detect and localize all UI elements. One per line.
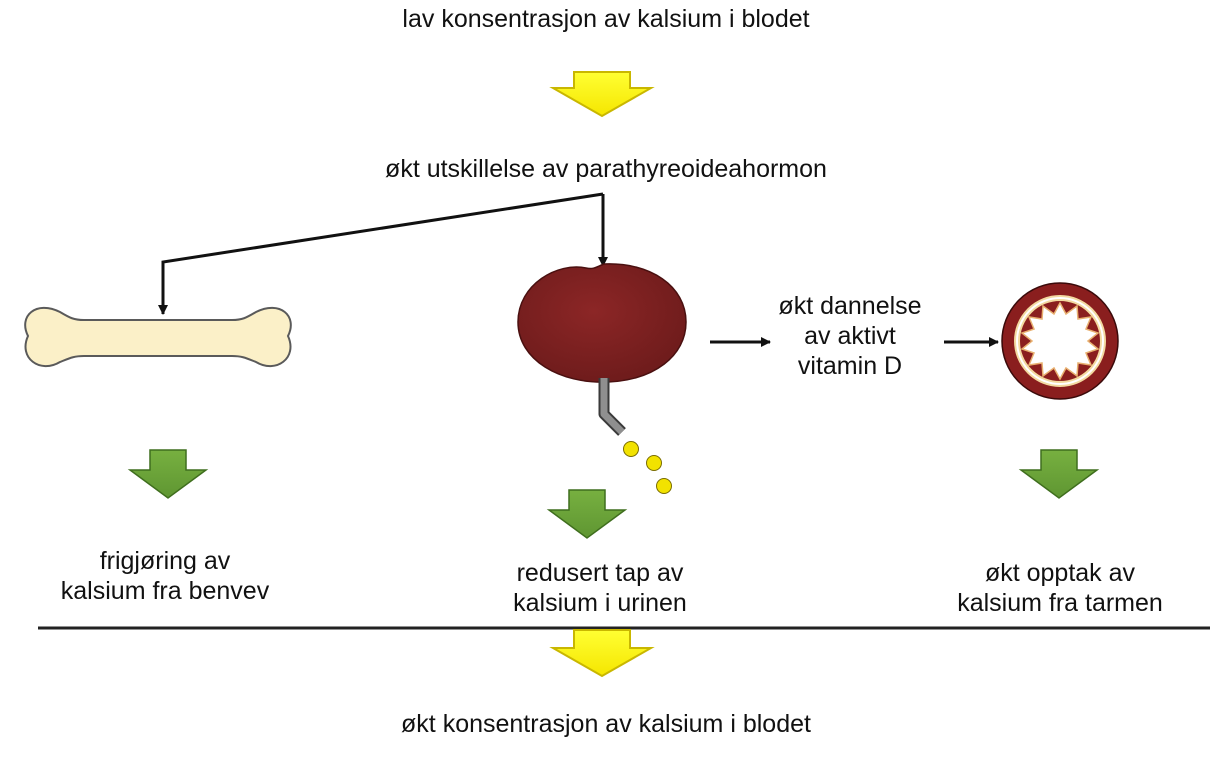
pth-connector-arrows xyxy=(158,192,608,315)
vitamin-d-label-line-2: av aktivt xyxy=(804,322,896,350)
bone-effect-label-line-1: frigjøring av xyxy=(99,547,231,575)
bone-effect-label-line-2: kalsium fra benvev xyxy=(60,577,270,605)
gut-effect-label-line-1: økt opptak av xyxy=(984,559,1136,587)
vitamin-d-label-line-1: økt dannelse xyxy=(778,292,922,320)
gut-effect-label-line-2: kalsium fra tarmen xyxy=(957,589,1163,617)
low-blood-calcium-label: lav konsentrasjon av kalsium i blodet xyxy=(402,5,810,33)
green-down-arrow-bone xyxy=(127,449,209,499)
gut-effect-label: økt opptak av kalsium fra tarmen xyxy=(900,558,1213,618)
yellow-down-arrow-top xyxy=(549,71,655,118)
pth-secretion-label: økt utskillelse av parathyreoideahormon xyxy=(385,155,827,183)
bone-icon xyxy=(24,306,292,368)
green-down-arrow-intestine xyxy=(1018,449,1100,499)
urine-drops-icon xyxy=(623,441,672,494)
vitamin-d-label-line-3: vitamin D xyxy=(797,352,903,380)
high-blood-calcium-label: økt konsentrasjon av kalsium i blodet xyxy=(401,710,811,738)
intestine-cross-section-icon xyxy=(1001,282,1119,400)
urine-effect-label-line-2: kalsium i urinen xyxy=(513,589,687,617)
kidney-icon xyxy=(517,263,687,436)
vitamin-d-label: økt dannelse av aktivt vitamin D xyxy=(730,291,970,381)
urine-effect-label: redusert tap av kalsium i urinen xyxy=(440,558,760,618)
bone-effect-label: frigjøring av kalsium fra benvev xyxy=(20,546,310,606)
yellow-down-arrow-bottom xyxy=(549,629,655,678)
green-down-arrow-kidney xyxy=(546,489,628,539)
urine-effect-label-line-1: redusert tap av xyxy=(516,559,684,587)
